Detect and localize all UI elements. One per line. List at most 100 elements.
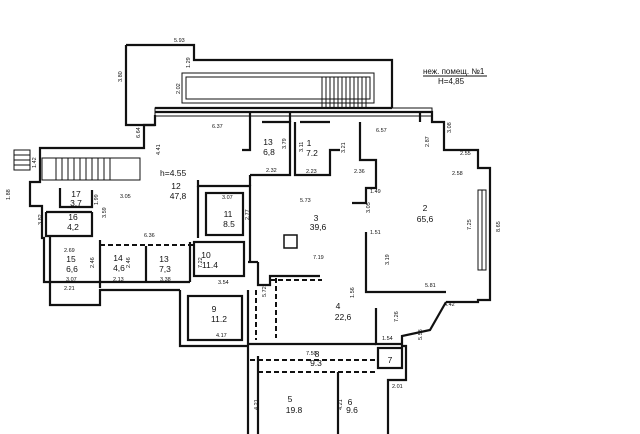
dimension: 3.82 (38, 214, 44, 225)
room-number: 12 (171, 181, 181, 191)
dimension: 1.56 (350, 287, 356, 298)
room-12-height: h=4.55 (160, 168, 187, 178)
room-area: 7,3 (159, 264, 171, 274)
dimension: 3.38 (160, 277, 171, 283)
room-area: 9.6 (346, 405, 358, 415)
dimension: 4.17 (216, 333, 227, 339)
interior-walls (44, 112, 446, 434)
room-number: 10 (201, 250, 211, 260)
dimension: 3.21 (341, 142, 347, 153)
room-area: 11.4 (202, 260, 218, 270)
room-area: 39,6 (310, 222, 327, 232)
dimension: 1.49 (370, 189, 381, 195)
dimension: 3.59 (102, 207, 108, 218)
dimension: 5.58 (418, 329, 424, 340)
dimension: 1.51 (370, 230, 381, 236)
dimension: 2.01 (392, 384, 403, 390)
dimension: 3.07 (66, 277, 77, 283)
dimension: 5.72 (262, 286, 268, 297)
dimension: 6.57 (376, 128, 387, 134)
room-number: 11 (224, 209, 233, 219)
room-area: 7.2 (306, 148, 318, 158)
dimension: 2.02 (176, 83, 182, 94)
dimension: 7.25 (467, 219, 473, 230)
room-number: 1 (307, 138, 312, 148)
room-area: 9.3 (310, 358, 322, 368)
structural-column (283, 234, 298, 249)
window-right (477, 189, 487, 271)
dimension: 2.58 (452, 171, 463, 177)
room-labels: 1 7.2 2 65,6 3 39,6 4 22,6 5 19.8 6 9.6 … (66, 137, 433, 415)
dimension: 3.80 (118, 71, 124, 82)
dimension: 3.11 (299, 142, 305, 152)
ceiling-height-label: Н=4,85 (438, 77, 465, 86)
dimension: 3.54 (218, 280, 229, 286)
dimension: 3.07 (222, 195, 233, 201)
room-number: 13 (159, 254, 169, 264)
dimension: 3.05 (366, 202, 372, 213)
dimension: 1.54 (382, 336, 393, 342)
room-area: 11.2 (211, 314, 227, 324)
dimension: 2.55 (460, 151, 471, 157)
dimension: 5.73 (300, 198, 311, 204)
dimension: 2.23 (306, 169, 317, 175)
dimension: 8.65 (496, 221, 502, 232)
room-number: 13 (263, 137, 273, 147)
room-number: 3 (314, 213, 319, 223)
room-number: 7 (388, 355, 393, 365)
dimension: 3.79 (282, 138, 288, 149)
room-area: 4,2 (67, 222, 79, 232)
dimension: 7.26 (394, 311, 400, 322)
dimension: 4.41 (156, 144, 162, 155)
dimension: 7.19 (313, 255, 324, 261)
room-number: 17 (71, 189, 81, 199)
dimension: 2.46 (126, 257, 132, 268)
dimension: 6.64 (136, 127, 142, 138)
dimension: 1.29 (186, 57, 192, 68)
dimension: 7.22 (198, 257, 204, 268)
dimension: 3.08 (447, 122, 453, 133)
room-area: 8.5 (223, 219, 235, 229)
dimension: 2.69 (64, 248, 75, 254)
room-area: 4,6 (113, 263, 125, 273)
room-number: 8 (315, 349, 320, 359)
dimension: 3.19 (385, 254, 391, 265)
room-number: 4 (336, 301, 341, 311)
room-number: 16 (68, 212, 78, 222)
dimension: 1.42 (32, 157, 38, 168)
staircase-top (154, 72, 433, 117)
room-area: 47,8 (170, 191, 187, 201)
staircase-left (13, 149, 141, 181)
dimension: 2.13 (113, 277, 124, 283)
dimension: 2.36 (354, 169, 365, 175)
premises-title: неж. помещ. №1 (423, 67, 485, 76)
dimension: 5.93 (174, 38, 185, 44)
room-area: 3,7 (70, 198, 82, 208)
dashed-partitions (100, 244, 376, 373)
dimension: 7.50 (306, 351, 317, 357)
dimension: 6.36 (144, 233, 155, 239)
room-area: 65,6 (417, 214, 434, 224)
room-area: 22,6 (335, 312, 352, 322)
room-number: 15 (66, 254, 76, 264)
dimension: 2.77 (245, 209, 251, 220)
dimension: 4.21 (338, 399, 344, 410)
room-number: 5 (288, 394, 293, 404)
room-area: 6,8 (263, 147, 275, 157)
dimension: 5.81 (425, 283, 436, 289)
dimension: 4.21 (254, 399, 260, 410)
room-number: 2 (423, 203, 428, 213)
dimension: 2.21 (64, 286, 75, 292)
dimension-labels: 5.93 3.80 1.29 2.02 6.37 6.64 4.41 3.05 … (6, 38, 502, 410)
dimension: 1.99 (94, 194, 100, 205)
dimension: 2.87 (425, 136, 431, 147)
dimension: 2.46 (90, 257, 96, 268)
dimension: 4.42 (444, 302, 455, 308)
dimension: 3.05 (120, 194, 131, 200)
dimension: 6.37 (212, 124, 223, 130)
room-area: 19.8 (286, 405, 303, 415)
dimension: 1.88 (6, 189, 12, 200)
room-area: 6,6 (66, 264, 78, 274)
room-number: 14 (113, 253, 123, 263)
